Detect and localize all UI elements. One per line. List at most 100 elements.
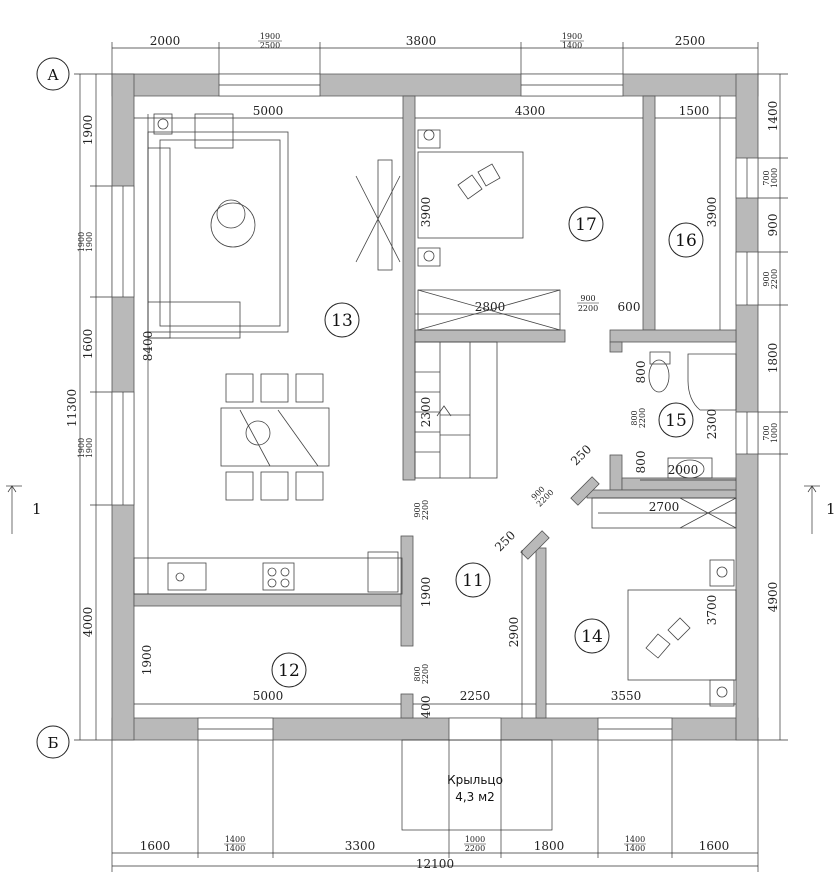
dim-bed17-w: 4300 (515, 104, 546, 118)
sink (167, 562, 207, 591)
porch-area: 4,3 м2 (455, 790, 495, 804)
room-13: 13 (324, 302, 360, 338)
dim-bath-door-top: 800 (630, 410, 639, 425)
section-mark-left: 1 (32, 500, 42, 518)
dim-left-o2-bot: 1900 (85, 438, 94, 458)
dim-left-o2-top: 1900 (77, 438, 86, 458)
room-16-number: 16 (675, 231, 697, 251)
dim-top-3: 2500 (675, 34, 706, 48)
interior-walls (133, 95, 737, 719)
dim-diag-b: 250 (492, 528, 518, 554)
kitchen-counter (133, 557, 403, 595)
room-16: 16 (668, 222, 704, 258)
dim-top-o1-bot: 2500 (260, 41, 280, 50)
dim-bottom-3: 1800 (534, 839, 565, 853)
room-14: 14 (574, 618, 610, 654)
dim-store-door-bot: 2200 (421, 664, 430, 684)
dim-top-1: 2000 (150, 34, 181, 48)
dim-store-h: 1900 (140, 645, 154, 676)
dim-top-o2-bot: 1400 (562, 41, 582, 50)
dim-bottom-o3-top: 1400 (625, 835, 645, 844)
axis-label-b: Б (47, 734, 58, 752)
dim-bed17-h: 3900 (419, 197, 433, 228)
bed-14 (627, 589, 737, 681)
dim-right-4: 4900 (766, 582, 780, 613)
dim-top-o1-top: 1900 (260, 32, 280, 41)
room-11-number: 11 (462, 571, 484, 591)
dining-table (220, 407, 330, 467)
dim-hall-h: 1900 (419, 577, 433, 608)
dim-bed14-h: 3700 (705, 595, 719, 626)
dim-bottom-o1-top: 1400 (225, 835, 245, 844)
furniture (133, 113, 737, 707)
dim-living-w: 5000 (253, 104, 284, 118)
dim-bath-b: 800 (634, 451, 648, 474)
dim-right-o1-bot: 1000 (770, 168, 779, 188)
dim-closet-h: 3900 (705, 197, 719, 228)
room-15-number: 15 (665, 411, 687, 431)
stair (414, 341, 498, 479)
dim-top-2: 3800 (406, 34, 437, 48)
dim-hall-h2: 2900 (507, 617, 521, 648)
porch-label: Крыльцо (447, 773, 503, 787)
dim-left-1: 1900 (81, 115, 95, 146)
dim-wardrobe14: 2700 (649, 500, 680, 514)
dim-bath-a: 800 (634, 361, 648, 384)
room-17: 17 (568, 206, 604, 242)
dim-bath-door-bot: 2200 (638, 408, 647, 428)
window-lines (122, 84, 748, 730)
dim-living-door-bot: 2200 (421, 500, 430, 520)
dim-living-door-top: 900 (413, 502, 422, 517)
axis-marker-a: А (36, 57, 70, 91)
dim-right-o3-top: 700 (762, 425, 771, 440)
section-mark-right: 1 (826, 500, 835, 518)
dim-bottom-o1-bot: 1400 (225, 844, 245, 853)
dim-right-1: 1400 (766, 101, 780, 132)
dim-bath-w: 2000 (668, 463, 699, 477)
dim-right-o2-bot: 2200 (770, 269, 779, 289)
dim-left-o1-bot: 1900 (85, 232, 94, 252)
dim-living-h: 8400 (141, 331, 155, 362)
dim-store-door-top: 800 (413, 666, 422, 681)
dim-door17-top: 900 (580, 294, 595, 303)
dim-bottom-o3-bot: 1400 (625, 844, 645, 853)
shower (687, 353, 737, 411)
axis-marker-b: Б (36, 725, 70, 759)
dim-bottom-total: 12100 (416, 857, 454, 871)
dim-door17-w: 600 (618, 300, 641, 314)
dim-bottom-2: 3300 (345, 839, 376, 853)
dim-left-o1-top: 1900 (77, 232, 86, 252)
fridge (367, 551, 399, 593)
axis-label-a: А (47, 66, 59, 84)
dim-left-total: 11300 (65, 389, 79, 427)
dim-wardrobe17: 2800 (475, 300, 506, 314)
room-12: 12 (271, 652, 307, 688)
dim-bath-h: 2300 (705, 409, 719, 440)
room-17-number: 17 (575, 215, 597, 235)
wardrobe-17 (417, 289, 561, 331)
dim-diag-a: 250 (568, 442, 594, 468)
cooktop (262, 562, 295, 591)
dim-bottom-1: 1600 (140, 839, 171, 853)
room-11: 11 (455, 562, 491, 598)
dim-top-o2-top: 1900 (562, 32, 582, 41)
coffee-table (210, 202, 256, 248)
interior-dim-lines (134, 96, 736, 718)
dim-right-o2-top: 900 (762, 271, 771, 286)
room-12-number: 12 (278, 661, 300, 681)
dim-bottom-4: 1600 (699, 839, 730, 853)
dim-bottom-o2-bot: 2200 (465, 844, 485, 853)
dim-right-o3-bot: 1000 (770, 423, 779, 443)
toilet (648, 359, 670, 393)
dim-closet-w: 1500 (679, 104, 710, 118)
dim-store-w: 5000 (253, 689, 284, 703)
dim-stair: 2300 (419, 397, 433, 428)
dim-right-o1-top: 700 (762, 170, 771, 185)
dim-hall-w: 2250 (460, 689, 491, 703)
dim-right-2: 900 (766, 214, 780, 237)
bed-17 (417, 151, 524, 239)
room-13-number: 13 (331, 311, 353, 331)
dim-door17-bot: 2200 (578, 304, 598, 313)
